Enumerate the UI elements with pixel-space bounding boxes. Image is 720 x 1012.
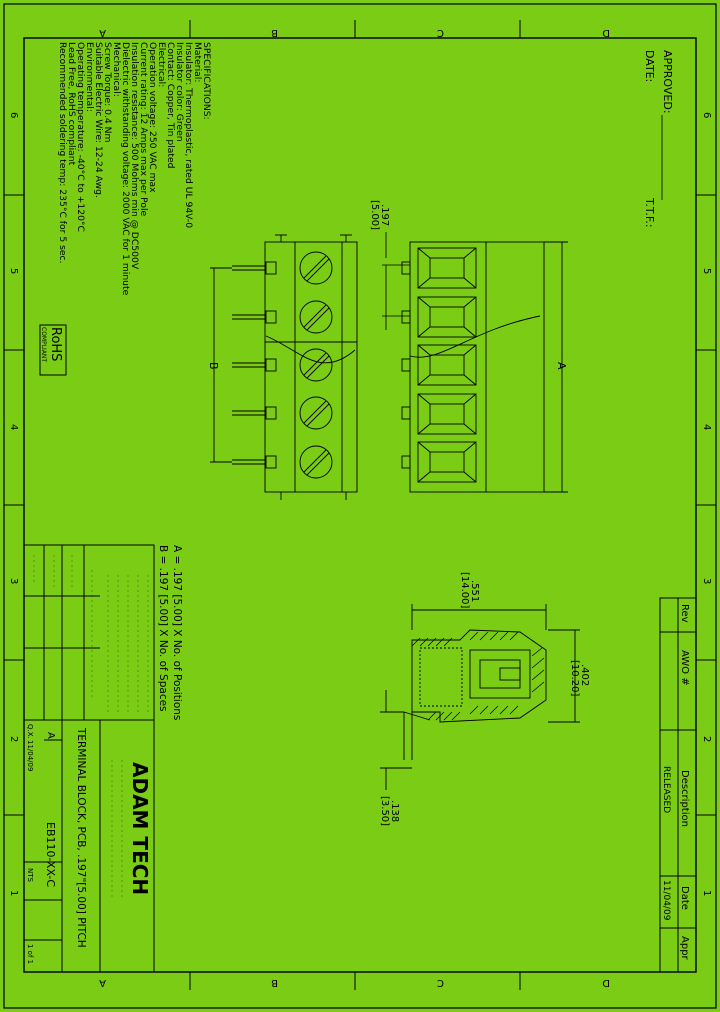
rohs-main-text: RoHS bbox=[48, 327, 63, 361]
rohs-logo: RoHS COMPLIANT bbox=[39, 324, 67, 376]
dimension-formulas: A = .197 [5.00] X No. of Positions B = .… bbox=[157, 545, 183, 720]
zone-number-right-2: 2 bbox=[701, 736, 712, 742]
title-block bbox=[23, 544, 155, 973]
zone-number-left-4: 4 bbox=[8, 424, 19, 430]
zone-letter-top-a: A bbox=[99, 27, 106, 38]
drawing-title: TERMINAL BLOCK, PCB, .197"[5.00] PITCH bbox=[75, 727, 87, 948]
zone-number-left-5: 5 bbox=[8, 268, 19, 274]
spec-line: Insulator: Thermoplastic, rated UL 94V-0 bbox=[183, 42, 194, 228]
drawn-date: 11/04/09 bbox=[26, 740, 34, 771]
zone-number-right-3: 3 bbox=[701, 578, 712, 584]
size-value: A bbox=[45, 732, 56, 739]
spec-line: Operation voltage: 250 VAC max bbox=[147, 42, 158, 193]
dim-138: .138 bbox=[389, 800, 400, 822]
spec-line: Suitable Electric Wire: 12-24 Awg. bbox=[93, 42, 104, 198]
zone-number-left-3: 3 bbox=[8, 578, 19, 584]
dim-label-b: B bbox=[207, 362, 220, 370]
zone-letter-bottom-b: B bbox=[271, 977, 278, 988]
description-header: Description bbox=[679, 770, 690, 827]
dim-197: .197 bbox=[379, 204, 390, 226]
spec-line: Insulator color: Green bbox=[174, 42, 185, 142]
zone-number-right-1: 1 bbox=[701, 890, 712, 896]
dim-551: .551 bbox=[469, 580, 480, 602]
revision-table bbox=[659, 597, 697, 973]
revision-date: 11/04/09 bbox=[661, 880, 671, 921]
sheet-value: 1 of 1 bbox=[26, 944, 34, 964]
spec-line: Dielectric withstanding voltage: 2000 VA… bbox=[120, 42, 131, 296]
pitch-dimension bbox=[382, 232, 410, 330]
part-number: EB110-XX-C bbox=[44, 822, 57, 887]
zone-letter-bottom-d: D bbox=[602, 977, 610, 988]
spec-line: Mechanical: bbox=[111, 42, 122, 97]
front-view bbox=[401, 241, 568, 493]
zone-letter-top-d: D bbox=[602, 27, 610, 38]
spec-line: Screw Torque: 0.4 Nm bbox=[102, 42, 113, 143]
pcb-pins bbox=[232, 261, 277, 469]
zone-ticks bbox=[4, 20, 716, 990]
company-name: ADAM TECH bbox=[128, 762, 152, 895]
spec-line: Insulation resistance: 500 Mohms min @ D… bbox=[129, 42, 140, 270]
zone-letter-top-c: C bbox=[437, 27, 444, 38]
outer-frame bbox=[3, 3, 717, 1009]
dim-551-mm: [14.00] bbox=[459, 572, 470, 609]
approval-block: APPROVED: DATE: T.T.F.: bbox=[643, 50, 674, 228]
ttf-label: T.T.F.: bbox=[643, 197, 656, 228]
spec-line: Lead Free, RoHS compliant bbox=[66, 42, 77, 166]
top-view bbox=[210, 234, 358, 500]
date-header: Date bbox=[679, 886, 690, 910]
spec-heading: SPECIFICATIONS: bbox=[201, 42, 212, 120]
appr-header: Appr bbox=[679, 936, 690, 961]
dim-402-mm: [10.20] bbox=[569, 660, 580, 697]
title-block-faint-text bbox=[33, 555, 149, 900]
dim-label-a: A bbox=[555, 362, 568, 370]
specifications-block: SPECIFICATIONS: Material: Insulator: The… bbox=[57, 42, 212, 296]
spec-line: Contact: Copper, Tin plated bbox=[165, 42, 176, 168]
dim-138-mm: [3.50] bbox=[379, 796, 390, 826]
side-view bbox=[380, 604, 580, 790]
zone-number-left-6: 6 bbox=[8, 112, 19, 118]
wire-entries bbox=[417, 247, 477, 483]
spec-line: Operating temperature: -40°C to +120°C bbox=[75, 42, 86, 232]
zone-number-right-5: 5 bbox=[701, 268, 712, 274]
spec-line: Current rating: 12 Amps max per Pole bbox=[138, 42, 149, 217]
rohs-sub-text: COMPLIANT bbox=[40, 327, 47, 362]
formula-a: A = .197 [5.00] X No. of Positions bbox=[171, 545, 183, 720]
zone-number-right-4: 4 bbox=[701, 424, 712, 430]
approved-label: APPROVED: bbox=[661, 50, 674, 114]
formula-b: B = .197 [5.00] X No. of Spaces bbox=[157, 545, 169, 712]
zone-letter-top-b: B bbox=[271, 27, 278, 38]
zone-letter-bottom-c: C bbox=[437, 977, 444, 988]
dim-197-mm: [5.00] bbox=[369, 200, 380, 230]
dim-402: .402 bbox=[579, 664, 590, 686]
spec-line: Recommended soldering temp: 235°C for 5 … bbox=[57, 42, 68, 264]
spec-line: Material: bbox=[192, 42, 203, 82]
zone-number-right-6: 6 bbox=[701, 112, 712, 118]
zone-number-left-2: 2 bbox=[8, 736, 19, 742]
scale-value: NTS bbox=[26, 868, 34, 883]
rev-header: Rev bbox=[679, 604, 690, 623]
spec-line: Electrical: bbox=[156, 42, 167, 87]
awo-header: AWO # bbox=[679, 650, 690, 686]
zone-letter-bottom-a: A bbox=[99, 977, 106, 988]
date-label: DATE: bbox=[643, 50, 656, 82]
screw-heads bbox=[299, 251, 333, 479]
drawn-by: Q.X. bbox=[26, 724, 34, 739]
zone-number-left-1: 1 bbox=[8, 890, 19, 896]
spec-line: Environmental: bbox=[84, 42, 95, 112]
revision-description: RELEASED bbox=[661, 766, 671, 813]
